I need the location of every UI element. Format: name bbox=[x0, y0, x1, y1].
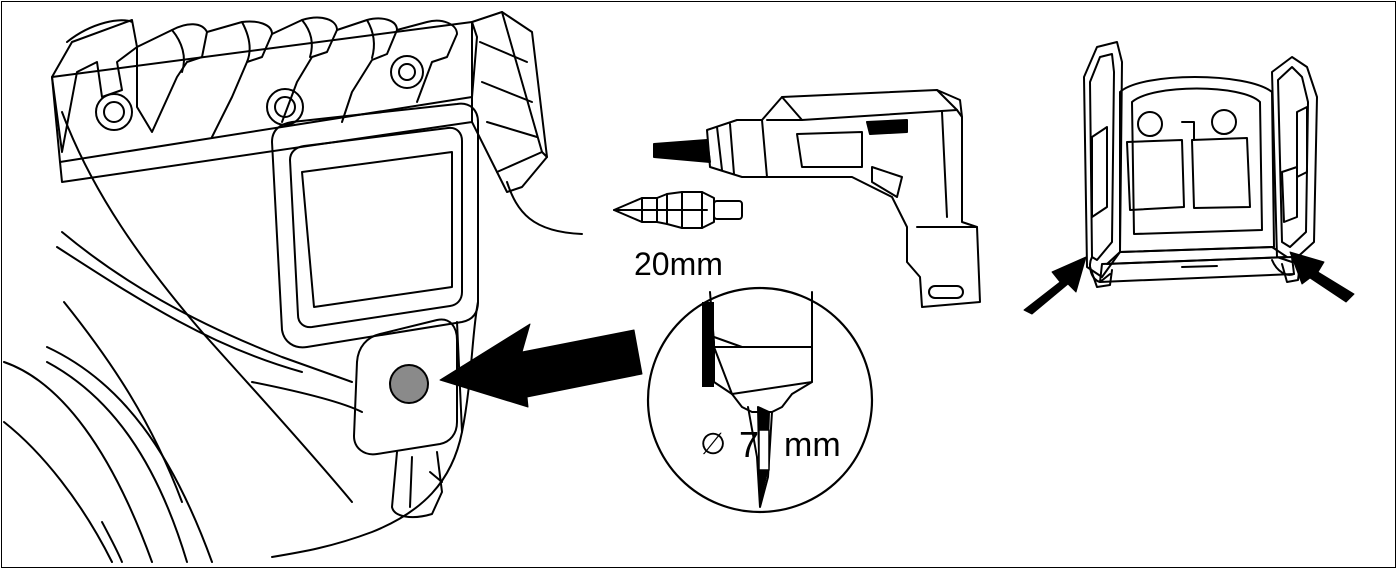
drill-bit-detail-callout bbox=[646, 286, 874, 514]
bumper-bracket bbox=[353, 318, 458, 456]
wiring-clips bbox=[51, 16, 478, 183]
bumper-closeup bbox=[3, 11, 583, 563]
pilot-diameter-unit: mm bbox=[784, 426, 841, 464]
van-rear-view bbox=[1083, 41, 1318, 288]
drill-location-hole bbox=[389, 364, 429, 404]
diameter-symbol: ∅ bbox=[700, 428, 727, 461]
mounting-panel bbox=[271, 102, 479, 349]
step-drill-size-label: 20mm bbox=[634, 246, 723, 282]
wire bbox=[506, 181, 583, 235]
bumper-contour-line bbox=[61, 111, 353, 503]
pilot-diameter-value: 7 bbox=[739, 424, 760, 465]
electric-drill bbox=[653, 89, 981, 308]
step-drill-bit bbox=[613, 191, 743, 229]
connector-housing bbox=[471, 11, 543, 173]
left-arrow-icon bbox=[1023, 256, 1087, 315]
right-arrow-icon bbox=[1289, 251, 1355, 303]
arrow-to-hole-icon bbox=[439, 323, 643, 408]
